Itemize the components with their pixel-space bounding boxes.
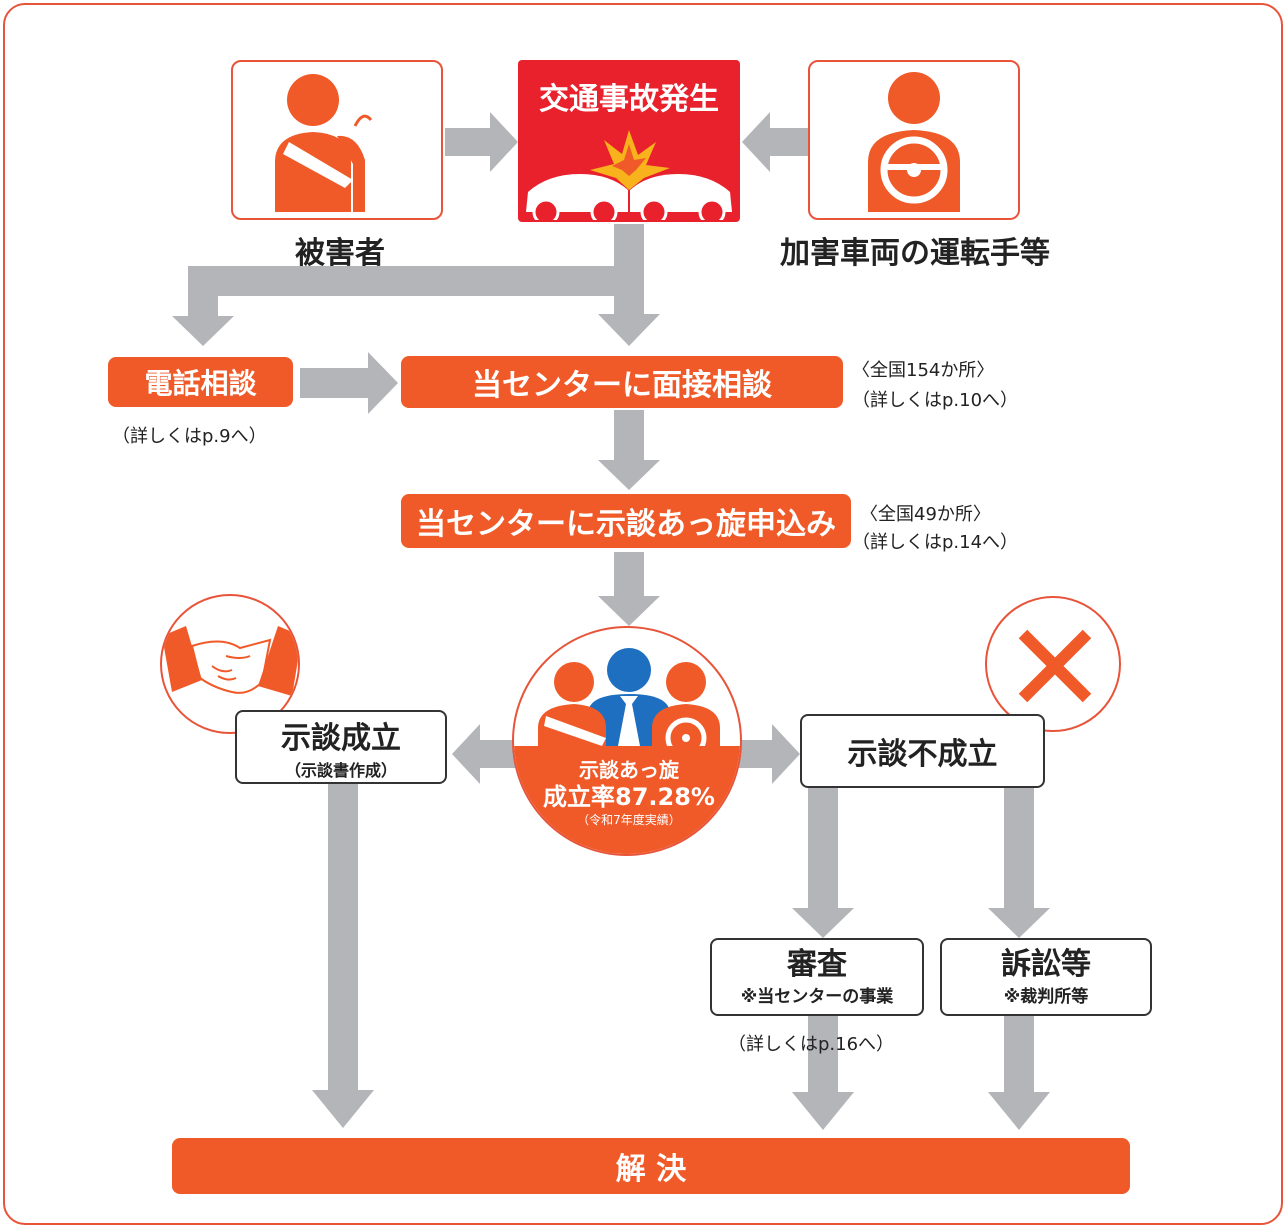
mediation-rate-source: （令和7年度実績） bbox=[577, 813, 681, 827]
review-box: 審査 ※当センターの事業 bbox=[710, 938, 924, 1016]
mediation-circle: 示談あっ旋 成立率87.28% （令和7年度実績） bbox=[512, 626, 742, 856]
driver-label: 加害車両の運転手等 bbox=[780, 236, 1050, 271]
cross-mark-icon bbox=[1018, 629, 1092, 703]
failure-title: 示談不成立 bbox=[847, 737, 998, 772]
review-note: （詳しくはp.16へ） bbox=[728, 1034, 895, 1055]
interview-note-page: （詳しくはp.10へ） bbox=[852, 390, 1019, 411]
success-title: 示談成立 bbox=[281, 721, 401, 756]
arrow-victim-to-incident bbox=[445, 112, 518, 172]
victim-card bbox=[231, 60, 443, 220]
mediation-rate-panel: 示談あっ旋 成立率87.28% （令和7年度実績） bbox=[514, 746, 740, 854]
resolution-bar: 解 決 bbox=[172, 1138, 1130, 1194]
mediation-note-page: （詳しくはp.14へ） bbox=[852, 532, 1019, 553]
arrow-success-to-resolution bbox=[312, 782, 374, 1128]
mediation-success-rate: 成立率87.28% bbox=[543, 783, 715, 811]
success-subtitle: （示談書作成） bbox=[284, 761, 397, 780]
interview-note-locations: 〈全国154か所〉 bbox=[852, 360, 995, 381]
arrow-failure-to-review bbox=[792, 788, 854, 938]
driver-steering-wheel-icon bbox=[868, 72, 960, 212]
mediation-apply-box: 当センターに示談あっ旋申込み bbox=[401, 494, 851, 548]
phone-consult-note: （詳しくはp.9へ） bbox=[112, 426, 267, 447]
settlement-success-box: 示談成立 （示談書作成） bbox=[235, 710, 447, 784]
phone-consult-box: 電話相談 bbox=[108, 357, 293, 407]
review-title: 審査 bbox=[787, 946, 847, 982]
mediator-with-two-parties-icon bbox=[538, 648, 720, 758]
arrow-driver-to-incident bbox=[742, 112, 810, 172]
lawsuit-subtitle: ※裁判所等 bbox=[1003, 986, 1089, 1007]
driver-card bbox=[808, 60, 1020, 220]
mediation-note-locations: 〈全国49か所〉 bbox=[860, 504, 991, 525]
arrow-apply-to-center bbox=[598, 552, 660, 626]
victim-label: 被害者 bbox=[295, 236, 385, 271]
arrow-incident-to-phone bbox=[172, 266, 644, 346]
cross-circle bbox=[985, 596, 1121, 732]
settlement-failure-box: 示談不成立 bbox=[800, 714, 1045, 788]
review-subtitle: ※当センターの事業 bbox=[740, 986, 894, 1007]
arrow-center-to-failure bbox=[735, 724, 800, 784]
interview-box: 当センターに面接相談 bbox=[401, 356, 843, 408]
injured-person-arm-sling-icon bbox=[275, 74, 373, 212]
incident-box: 交通事故発生 bbox=[518, 60, 740, 222]
arrow-phone-to-interview bbox=[300, 352, 398, 414]
handshake-icon bbox=[162, 626, 298, 696]
arrow-interview-to-apply bbox=[598, 410, 660, 490]
lawsuit-box: 訴訟等 ※裁判所等 bbox=[940, 938, 1152, 1016]
incident-title: 交通事故発生 bbox=[539, 82, 719, 117]
lawsuit-title: 訴訟等 bbox=[1001, 946, 1091, 982]
mediation-label: 示談あっ旋 bbox=[579, 758, 679, 782]
car-crash-icon bbox=[526, 130, 732, 220]
arrow-failure-to-lawsuit bbox=[988, 788, 1050, 938]
